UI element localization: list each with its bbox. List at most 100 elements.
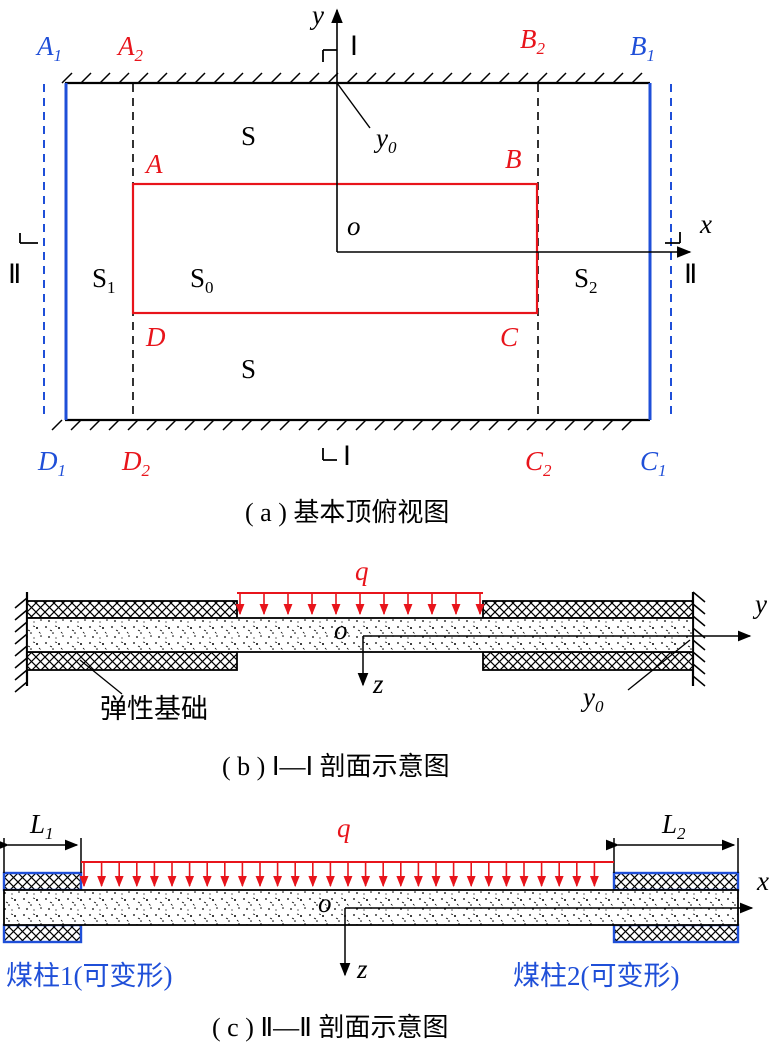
hatch-mark (108, 419, 120, 431)
top-layer-right (482, 600, 694, 619)
hatch-mark (251, 72, 263, 84)
pillar1-label: 煤柱1(可变形) (6, 961, 172, 991)
hatch-mark (99, 72, 111, 84)
hatch-mark (298, 419, 310, 431)
label-A: A (144, 149, 163, 179)
section-I-bottom-label: Ⅰ (343, 441, 351, 471)
section-mark-II-left (19, 233, 38, 244)
hatch-mark (692, 663, 706, 675)
hatch-mark (384, 72, 396, 84)
hatch-mark (692, 639, 706, 651)
section-II-right-label: Ⅱ (684, 259, 697, 289)
hatch-mark (612, 72, 624, 84)
hatch-mark (692, 675, 706, 687)
load-q-label: q (337, 813, 351, 843)
hatch-mark (374, 419, 386, 431)
region-S0: S0 (190, 263, 214, 297)
hatch-mark (156, 72, 168, 84)
origin-label: o (334, 615, 348, 645)
label-B1: B1 (630, 31, 655, 65)
pillar2-bottom (612, 923, 740, 944)
fixed-support-bottom (51, 419, 633, 431)
hatch-mark (279, 419, 291, 431)
origin-label: o (318, 888, 332, 918)
y0-label: y0 (373, 123, 397, 157)
panel-a-top-view: A1 A2 B2 B1 D1 D2 C2 C1 A B C D S S S1 S… (8, 0, 712, 527)
label-B: B (505, 144, 522, 174)
hatch-mark (602, 419, 614, 431)
hatch-mark (346, 72, 358, 84)
hatch-mark (526, 419, 538, 431)
foundation-leader (79, 659, 123, 695)
hatch-mark (146, 419, 158, 431)
hatch-mark (469, 419, 481, 431)
hatch-mark (488, 419, 500, 431)
hatch-mark (14, 597, 28, 609)
hatch-mark (308, 72, 320, 84)
hatch-mark (241, 419, 253, 431)
hatch-mark (213, 72, 225, 84)
hatch-mark (70, 419, 82, 431)
label-A2: A2 (116, 31, 144, 65)
foundation-left (26, 651, 238, 671)
hatch-mark (203, 419, 215, 431)
pillar2-top (612, 871, 740, 892)
hatch-mark (692, 591, 706, 603)
hatch-mark (317, 419, 329, 431)
hatch-mark (14, 669, 28, 681)
hatch-mark (460, 72, 472, 84)
panel-b-section-I: q y z o y0 弹性基础 ( b ) Ⅰ—Ⅰ 剖面示意图 (14, 556, 767, 781)
hatch-mark (222, 419, 234, 431)
axis-y-label: y (752, 589, 767, 619)
hatch-mark (412, 419, 424, 431)
hatch-mark (14, 633, 28, 645)
y0-leader (336, 82, 371, 129)
label-A1: A1 (35, 31, 62, 65)
hatch-mark (165, 419, 177, 431)
hatch-mark (564, 419, 576, 431)
load-q-label: q (355, 556, 369, 586)
hatch-mark (194, 72, 206, 84)
label-D: D (145, 322, 166, 352)
hatch-mark (89, 419, 101, 431)
top-layer-left (26, 600, 238, 619)
hatch-mark (431, 419, 443, 431)
hatch-mark (118, 72, 130, 84)
caption-b: ( b ) Ⅰ—Ⅰ 剖面示意图 (222, 752, 450, 781)
hatch-mark (536, 72, 548, 84)
hatch-mark (232, 72, 244, 84)
foundation-label: 弹性基础 (100, 694, 208, 724)
label-D1: D1 (37, 446, 66, 480)
hatch-mark (441, 72, 453, 84)
y0-leader (627, 639, 691, 691)
section-mark-II-right (665, 232, 681, 244)
hatch-mark (80, 72, 92, 84)
hatch-mark (574, 72, 586, 84)
hatch-mark (14, 609, 28, 621)
section-II-left-label: Ⅱ (8, 259, 21, 289)
hatch-mark (14, 657, 28, 669)
section-I-top-label: Ⅰ (350, 31, 358, 61)
axis-x-label: x (699, 209, 712, 239)
caption-a: ( a ) 基本顶俯视图 (245, 498, 449, 527)
axis-y-label: y (309, 0, 324, 30)
hatch-mark (450, 419, 462, 431)
hatch-mark (14, 645, 28, 657)
label-C2: C2 (525, 446, 552, 480)
left-wall-hatch (14, 597, 28, 693)
hatch-mark (270, 72, 282, 84)
hatch-mark (692, 651, 706, 663)
hatch-mark (631, 72, 643, 84)
L2-label: L2 (661, 809, 686, 843)
region-S1: S1 (92, 263, 116, 297)
hatch-mark (422, 72, 434, 84)
axis-x-label: x (756, 866, 769, 896)
hatch-mark (498, 72, 510, 84)
pillar2-label: 煤柱2(可变形) (513, 961, 679, 991)
label-C: C (500, 322, 519, 352)
label-C1: C1 (640, 446, 667, 480)
hatch-mark (403, 72, 415, 84)
hatch-mark (621, 419, 633, 431)
section-mark-I-bottom (322, 448, 337, 461)
hatch-mark (365, 72, 377, 84)
